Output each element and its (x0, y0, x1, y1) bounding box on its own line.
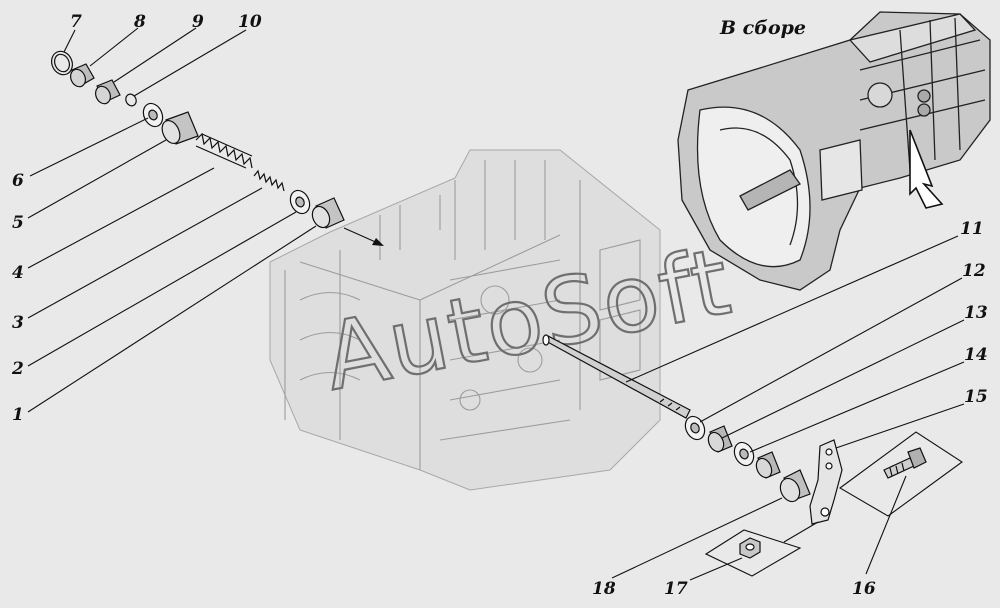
callout-18: 18 (592, 579, 616, 599)
part-13-sleeve (707, 425, 733, 453)
callout-15: 15 (964, 387, 988, 407)
part-18-seal (779, 469, 811, 503)
callout-7: 7 (70, 12, 82, 32)
leader-lines (27, 27, 965, 581)
part-3-small-spring (253, 169, 285, 192)
lever-to-nut-connector (783, 521, 819, 543)
part-6-washer (142, 102, 164, 128)
part-8-bushing (70, 63, 95, 88)
callout-16: 16 (852, 579, 876, 599)
callout-14: 14 (964, 345, 988, 365)
part-4-large-spring (195, 132, 253, 169)
callout-labels: 7 8 9 10 6 5 4 3 2 1 11 12 13 14 15 16 1… (11, 12, 988, 599)
part-12-washer (684, 415, 706, 441)
callout-10: 10 (238, 12, 262, 32)
lower-parts-group (542, 334, 963, 577)
location-pointer-arrow (909, 129, 944, 209)
callout-17: 17 (664, 579, 688, 599)
part-9-bushing (95, 79, 121, 105)
callout-8: 8 (133, 12, 146, 32)
upper-parts-group (51, 50, 384, 246)
callout-12: 12 (962, 261, 986, 281)
part-17-nut (704, 529, 802, 577)
assembled-gearbox-view (677, 11, 991, 291)
callout-9: 9 (192, 12, 204, 32)
part-16-bolt (839, 431, 963, 517)
assembly-heading: В сборе (719, 17, 806, 39)
callout-13: 13 (964, 303, 988, 323)
part-2-washer (289, 189, 311, 215)
callout-2: 2 (11, 359, 24, 379)
callout-5: 5 (12, 213, 24, 233)
callout-4: 4 (12, 263, 24, 283)
part-10-ring (125, 93, 137, 107)
part-1-bushing (311, 197, 345, 229)
callout-1: 1 (12, 405, 24, 425)
part-15-lever (809, 439, 843, 525)
part-7-retaining-ring (51, 50, 73, 76)
callout-11: 11 (960, 219, 984, 239)
callout-6: 6 (12, 171, 24, 191)
callout-3: 3 (12, 313, 24, 333)
background-gearbox-housing (269, 149, 661, 491)
part-11-shaft (542, 334, 691, 419)
part-14-washer (733, 441, 755, 467)
part-bushing-near-14 (755, 451, 781, 479)
insertion-direction-arrow (343, 227, 384, 246)
part-5-sleeve (161, 111, 199, 145)
